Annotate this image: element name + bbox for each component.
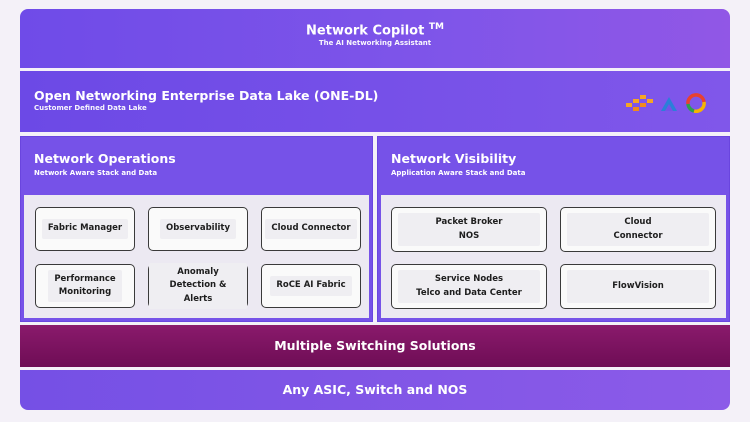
asic-band: Any ASIC, Switch and NOS	[20, 370, 730, 410]
asic-title: Any ASIC, Switch and NOS	[282, 382, 468, 397]
ring-logo-icon	[686, 93, 706, 113]
flowvision-card: FlowVision	[560, 264, 716, 309]
switching-band: Multiple Switching Solutions	[20, 325, 730, 367]
data-lake-title: Open Networking Enterprise Data Lake (ON…	[34, 88, 379, 103]
observability-card: Observability	[148, 207, 248, 251]
cloud-connector-card: Cloud Connector	[261, 207, 361, 251]
network-operations-panel: Network Operations Network Aware Stack a…	[20, 136, 373, 322]
copilot-subtitle: The AI Networking Assistant	[318, 39, 432, 47]
network-visibility-subtitle: Application Aware Stack and Data	[391, 169, 526, 177]
cluster-logo-icon	[626, 95, 653, 111]
packet-broker-card: Packet Broker NOS	[391, 207, 547, 252]
cloud-connector-vis-card: Cloud Connector	[560, 207, 716, 252]
network-operations-title: Network Operations	[34, 151, 176, 166]
roce-ai-fabric-card: RoCE AI Fabric	[261, 264, 361, 308]
network-visibility-panel: Network Visibility Application Aware Sta…	[377, 136, 730, 322]
triangle-logo-icon	[661, 97, 677, 111]
network-visibility-title: Network Visibility	[391, 151, 517, 166]
data-lake-subtitle: Customer Defined Data Lake	[34, 104, 147, 112]
network-operations-subtitle: Network Aware Stack and Data	[34, 169, 158, 177]
service-nodes-card: Service Nodes Telco and Data Center	[391, 264, 547, 309]
partner-logos	[626, 93, 706, 113]
anomaly-detection-card: Anomaly Detection & Alerts	[148, 263, 248, 309]
fabric-manager-card: Fabric Manager	[35, 207, 135, 251]
switching-title: Multiple Switching Solutions	[274, 338, 476, 353]
copilot-title: Network Copilot TM	[306, 22, 444, 39]
data-lake-band: Open Networking Enterprise Data Lake (ON…	[20, 71, 730, 132]
performance-monitoring-card: Performance Monitoring	[35, 264, 135, 308]
copilot-band: Network Copilot TM The AI Networking Ass…	[20, 9, 730, 68]
